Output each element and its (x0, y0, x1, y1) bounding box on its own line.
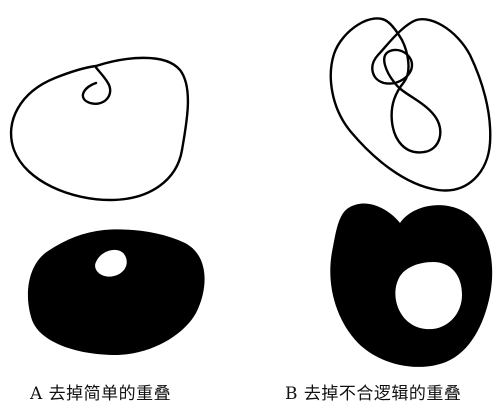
panel-b-filled (330, 203, 493, 367)
panel-a-outline (9, 56, 190, 202)
panel-b-outline (329, 17, 492, 192)
panel-b-outline-curve (329, 17, 492, 192)
panel-a-filled-blob (27, 229, 205, 356)
panel-a-filled (27, 229, 205, 356)
panel-a-outline-curve (9, 56, 190, 202)
caption-b: B 去掉不合逻辑的重叠 (285, 384, 462, 404)
panel-b-filled-blob (330, 203, 493, 367)
caption-a: A 去掉简单的重叠 (30, 384, 172, 404)
